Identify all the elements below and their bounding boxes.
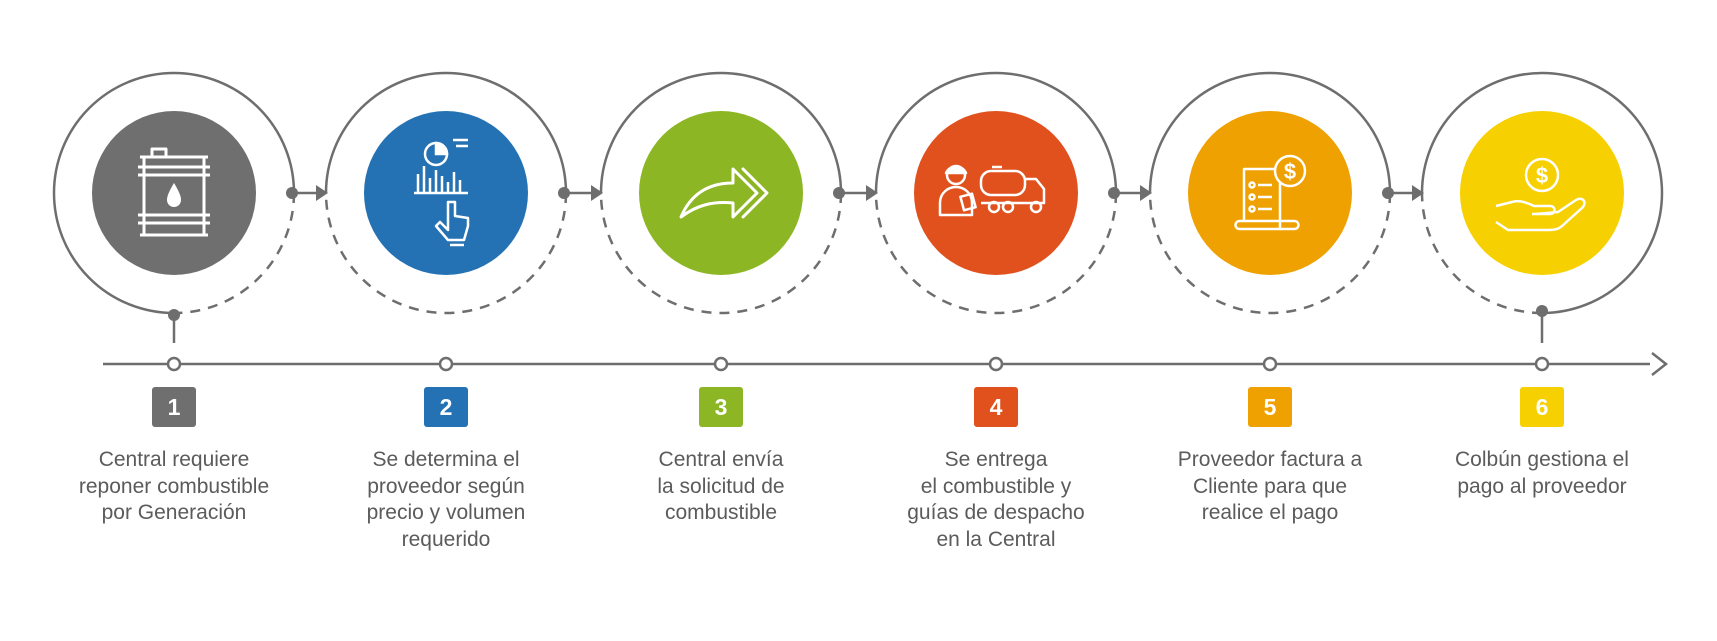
step-badge	[152, 387, 196, 427]
timeline-marker	[166, 356, 182, 372]
connector-dot	[286, 187, 298, 199]
connector-arrow-icon	[591, 185, 603, 201]
step-number: 3	[714, 394, 728, 420]
step-caption: Central requiere reponer combustible por…	[78, 448, 270, 524]
forward-arrow-icon	[679, 167, 769, 219]
connector-dot	[1382, 187, 1394, 199]
step-badge	[974, 387, 1018, 427]
ring-solid-arc	[1420, 71, 1664, 315]
ring-dashed-arc	[324, 192, 568, 315]
ring-solid-arc	[52, 71, 296, 315]
step-circle-6	[1460, 111, 1624, 275]
svg-text:$: $	[1536, 163, 1548, 188]
step-number: 6	[1535, 394, 1549, 420]
step-circle-4	[914, 111, 1078, 275]
connector-arrow-icon	[866, 185, 878, 201]
step-number: 4	[989, 394, 1003, 420]
connector-arrow-icon	[316, 185, 328, 201]
ring-dashed-arc	[599, 192, 843, 315]
oil-barrel-icon	[138, 147, 210, 237]
step-badge	[424, 387, 468, 427]
ring-solid-arc	[1148, 71, 1392, 194]
timeline-marker	[988, 356, 1004, 372]
connector-dot	[833, 187, 845, 199]
connector-arrow-icon	[1412, 185, 1424, 201]
hand-dollar-icon: $	[1495, 157, 1586, 232]
connector-arrow-icon	[1140, 185, 1152, 201]
chart-hand-pointer-icon	[414, 138, 470, 247]
step-caption: Se entrega el combustible y guías de des…	[907, 448, 1085, 551]
step-number: 2	[439, 394, 453, 420]
step-circle-5	[1188, 111, 1352, 275]
ring-solid-arc	[324, 71, 568, 194]
step-badge	[1520, 387, 1564, 427]
step-number: 1	[167, 394, 181, 420]
ring-dashed-arc	[173, 192, 296, 315]
step-badge	[1248, 387, 1292, 427]
svg-text:$: $	[1284, 159, 1296, 184]
timeline-marker	[438, 356, 454, 372]
timeline-marker	[1534, 356, 1550, 372]
ring-dashed-arc	[1148, 192, 1392, 315]
tanker-truck-worker-icon	[938, 164, 1046, 217]
step-caption: Proveedor factura a Cliente para que rea…	[1177, 448, 1363, 524]
ring-stem-dot	[1536, 305, 1548, 317]
step-caption: Central envía la solicitud de combustibl…	[657, 448, 785, 524]
timeline-arrow-head	[1651, 352, 1669, 376]
ring-solid-arc	[874, 71, 1118, 194]
timeline-marker	[1262, 356, 1278, 372]
step-badge	[699, 387, 743, 427]
step-caption: Colbún gestiona el pago al proveedor	[1455, 448, 1629, 498]
ring-solid-arc	[599, 71, 843, 194]
timeline-marker	[713, 356, 729, 372]
ring-dashed-arc	[874, 192, 1118, 315]
invoice-dollar-icon: $	[1234, 154, 1307, 231]
ring-stem-dot	[168, 309, 180, 321]
step-caption: Se determina el proveedor según precio y…	[366, 448, 526, 551]
step-number: 5	[1263, 394, 1277, 420]
connector-dot	[558, 187, 570, 199]
connector-dot	[1108, 187, 1120, 199]
step-circle-3	[639, 111, 803, 275]
ring-dashed-arc	[1420, 192, 1543, 315]
